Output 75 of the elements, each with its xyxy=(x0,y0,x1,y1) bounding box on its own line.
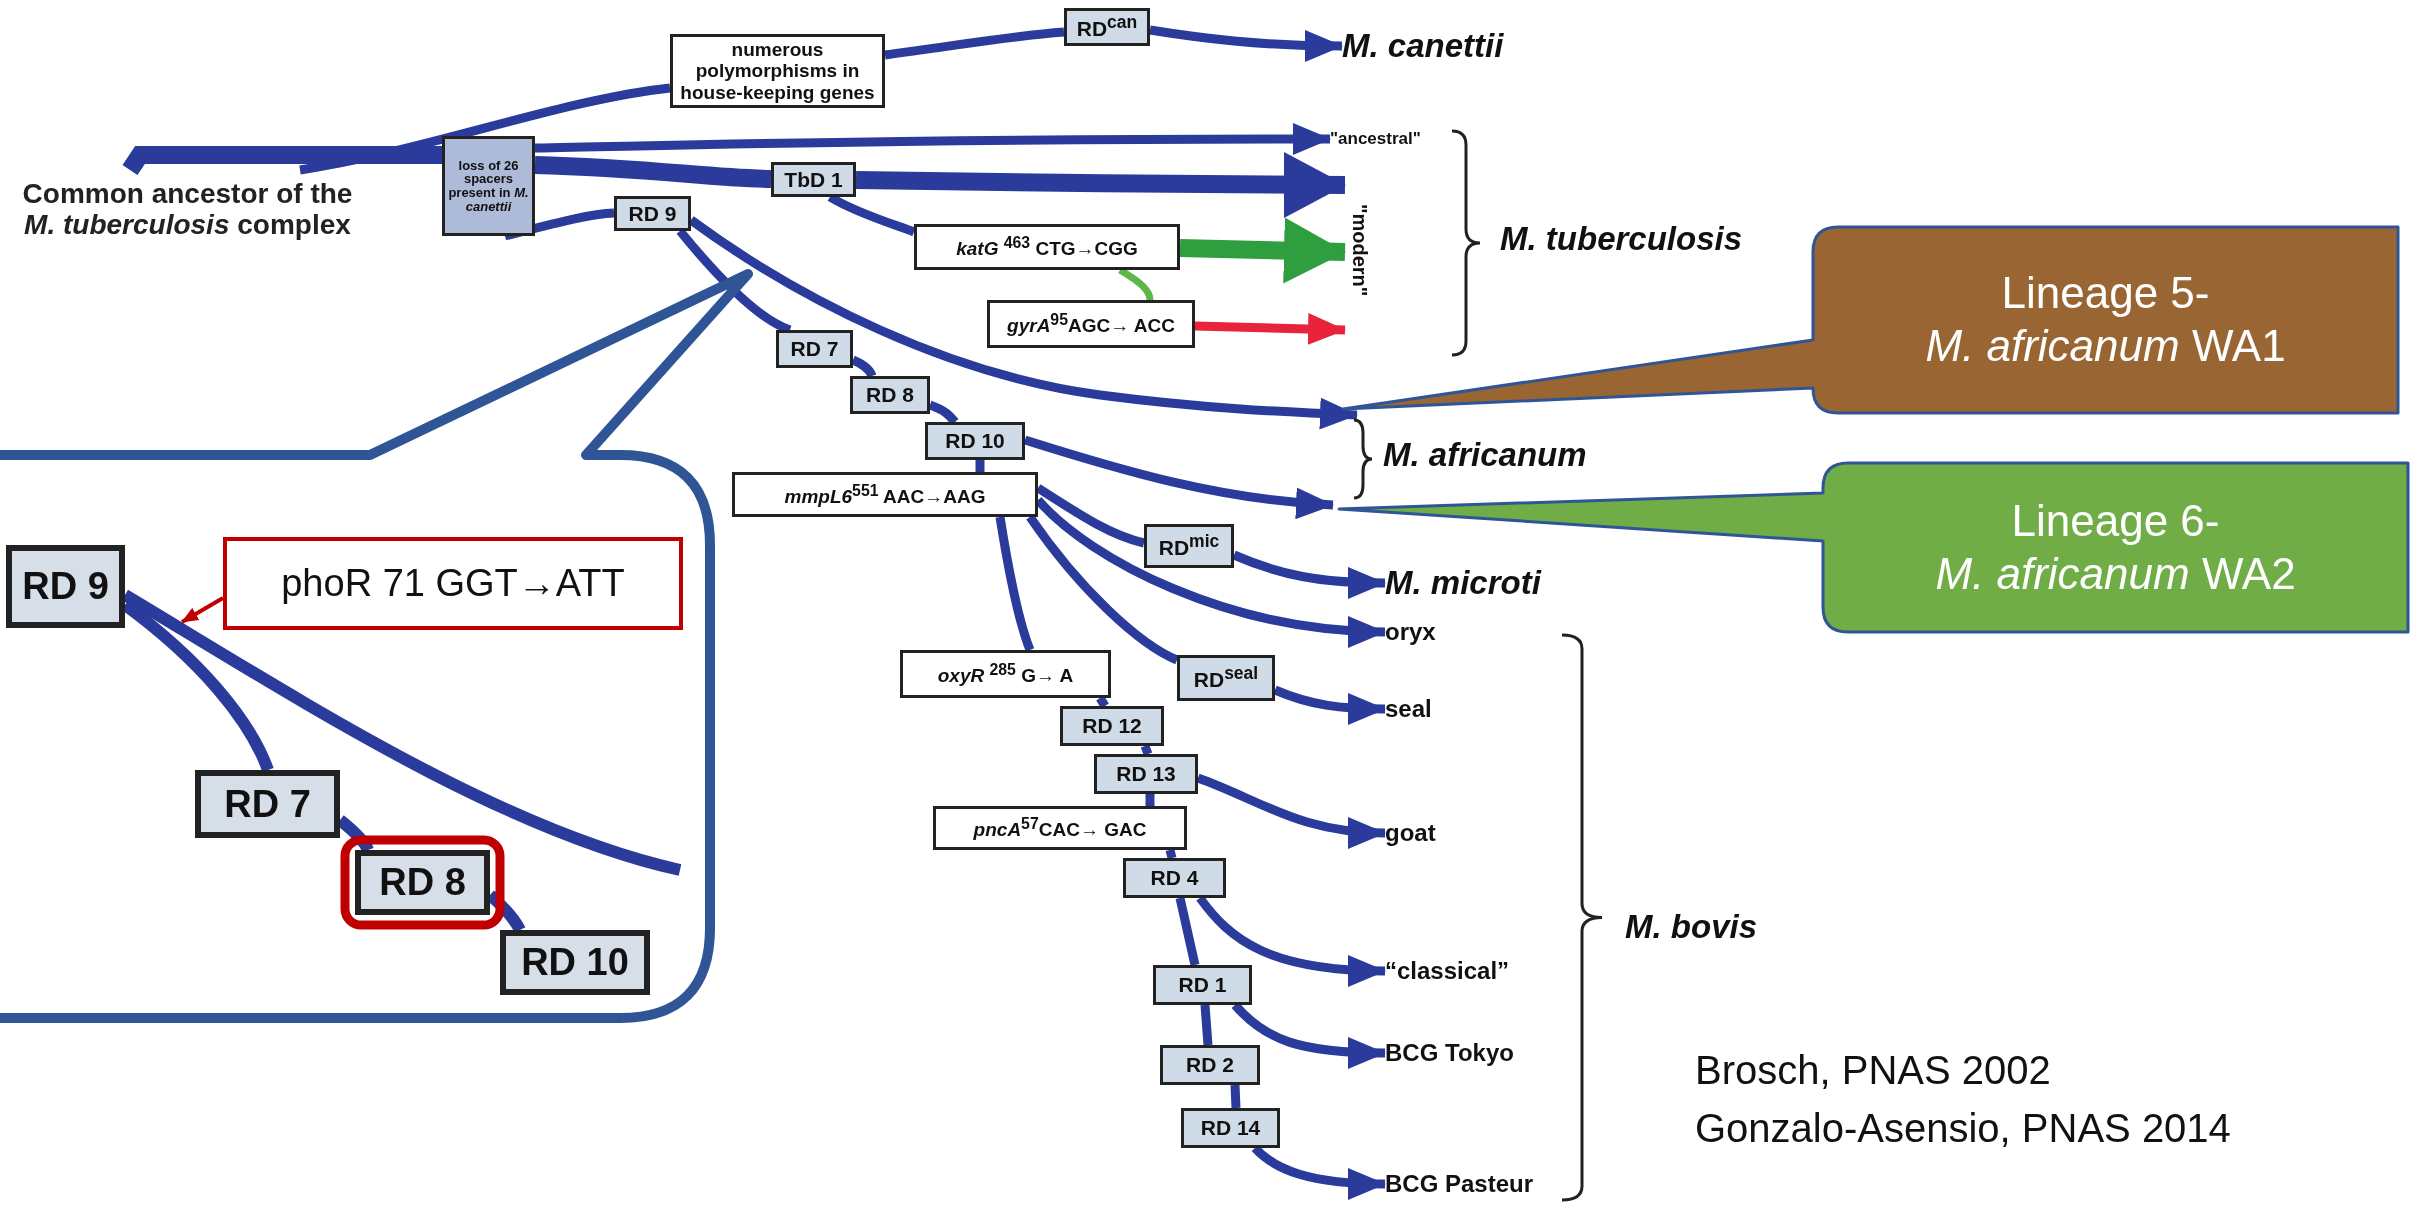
citation: Brosch, PNAS 2002 xyxy=(1695,1048,2051,1093)
group-label: M. bovis xyxy=(1625,908,1758,946)
deletion-box: RD 13 xyxy=(1094,754,1198,794)
branch-arrow xyxy=(1179,217,1346,284)
branch-arrow xyxy=(534,123,1331,156)
callout-text: Lineage 5- M. africanum WA1 xyxy=(1924,267,2287,372)
callout-text: Lineage 6- M. africanum WA2 xyxy=(1934,494,2297,600)
taxon-label: seal xyxy=(1385,692,1585,726)
branch-line xyxy=(1140,744,1153,756)
branch-line xyxy=(1230,1084,1241,1109)
taxon-label: goat xyxy=(1385,816,1585,850)
branch-line xyxy=(1118,267,1154,301)
branch-arrow xyxy=(1149,25,1343,62)
taxon-label: “classical” xyxy=(1385,954,1585,988)
mutation-box: katG $^{463}$ CTG→CGG xyxy=(914,224,1180,270)
taxon-label: BCG Pasteur xyxy=(1385,1167,1585,1201)
branch-arrow xyxy=(1194,313,1346,345)
group-label: M. africanum xyxy=(1383,436,1587,474)
branch-arrow xyxy=(855,151,1346,218)
mutation-box: numerous polymorphisms in house-keeping genes xyxy=(670,34,885,108)
branch-arrow xyxy=(1232,550,1386,599)
branch-line xyxy=(975,460,985,472)
deletion-box: RD$^{seal}$ xyxy=(1177,655,1275,701)
branch-line xyxy=(1145,794,1155,806)
taxon-label: BCG Tokyo xyxy=(1385,1036,1585,1070)
taxon-label: oryx xyxy=(1385,615,1585,649)
branch-arrow xyxy=(1196,773,1386,848)
leader-arrow xyxy=(181,596,224,624)
branch-arrow xyxy=(688,216,1358,430)
deletion-box: RD 7 xyxy=(776,330,853,368)
deletion-box: RD 7 xyxy=(195,770,340,838)
mutation-box: pncA$^{57}$CAC→ GAC xyxy=(933,806,1187,850)
taxon-label: M. canettii xyxy=(1342,24,1582,68)
group-label: M. tuberculosis xyxy=(1500,220,1743,258)
branch-line xyxy=(503,208,615,241)
mutation-box: gyrA$^{95}$AGC→ ACC xyxy=(987,300,1195,348)
deletion-box: RD$^{mic}$ xyxy=(1144,524,1234,568)
ancestor-label: Common ancestor of the M. tuberculosis complex xyxy=(15,170,360,248)
branch-line xyxy=(1026,514,1179,665)
branch-line xyxy=(1175,897,1200,966)
mutation-box: mmpL6$^{551}$ AAC→AAG xyxy=(732,472,1038,517)
branch-arrow xyxy=(1273,685,1386,725)
deletion-box: RD$^{can}$ xyxy=(1064,8,1150,46)
deletion-box: RD 10 xyxy=(500,930,650,995)
deletion-box: RD 9 xyxy=(6,545,125,628)
branch-line xyxy=(1096,695,1109,709)
branch-arrow xyxy=(1196,895,1386,987)
branch-line xyxy=(1035,484,1146,548)
spacer-box: loss of 26 spacers present in M. canettii xyxy=(442,136,535,236)
deletion-box: TbD 1 xyxy=(771,162,856,197)
branch-line xyxy=(122,146,442,175)
annotation-box: phoR 71 GGT→ATT xyxy=(223,537,683,630)
lineage-label: "ancestral" xyxy=(1330,126,1445,152)
deletion-box: RD 9 xyxy=(614,196,691,231)
branch-line xyxy=(884,27,1065,60)
deletion-box: RD 8 xyxy=(355,850,490,915)
deletion-box: RD 14 xyxy=(1181,1108,1280,1148)
deletion-box: RD 10 xyxy=(925,422,1025,460)
branch-line xyxy=(299,83,671,175)
branch-line xyxy=(995,516,1035,652)
deletion-box: RD 12 xyxy=(1060,706,1164,746)
branch-line xyxy=(534,156,772,188)
deletion-box: RD 1 xyxy=(1153,965,1252,1005)
deletion-box: RD 2 xyxy=(1160,1045,1260,1085)
branch-line xyxy=(1165,848,1177,860)
lineage-label: "modern" xyxy=(1345,150,1375,350)
deletion-box: RD 4 xyxy=(1123,858,1226,898)
deletion-box: RD 8 xyxy=(850,376,930,414)
mutation-box: oxyR $^{285}$ G→ A xyxy=(900,650,1111,698)
taxon-label: M. microti xyxy=(1385,560,1615,606)
branch-line xyxy=(1200,1004,1213,1046)
citation: Gonzalo-Asensio, PNAS 2014 xyxy=(1695,1106,2231,1151)
branch-line xyxy=(851,355,877,378)
branch-arrow xyxy=(1023,435,1334,519)
branch-line xyxy=(928,400,959,425)
